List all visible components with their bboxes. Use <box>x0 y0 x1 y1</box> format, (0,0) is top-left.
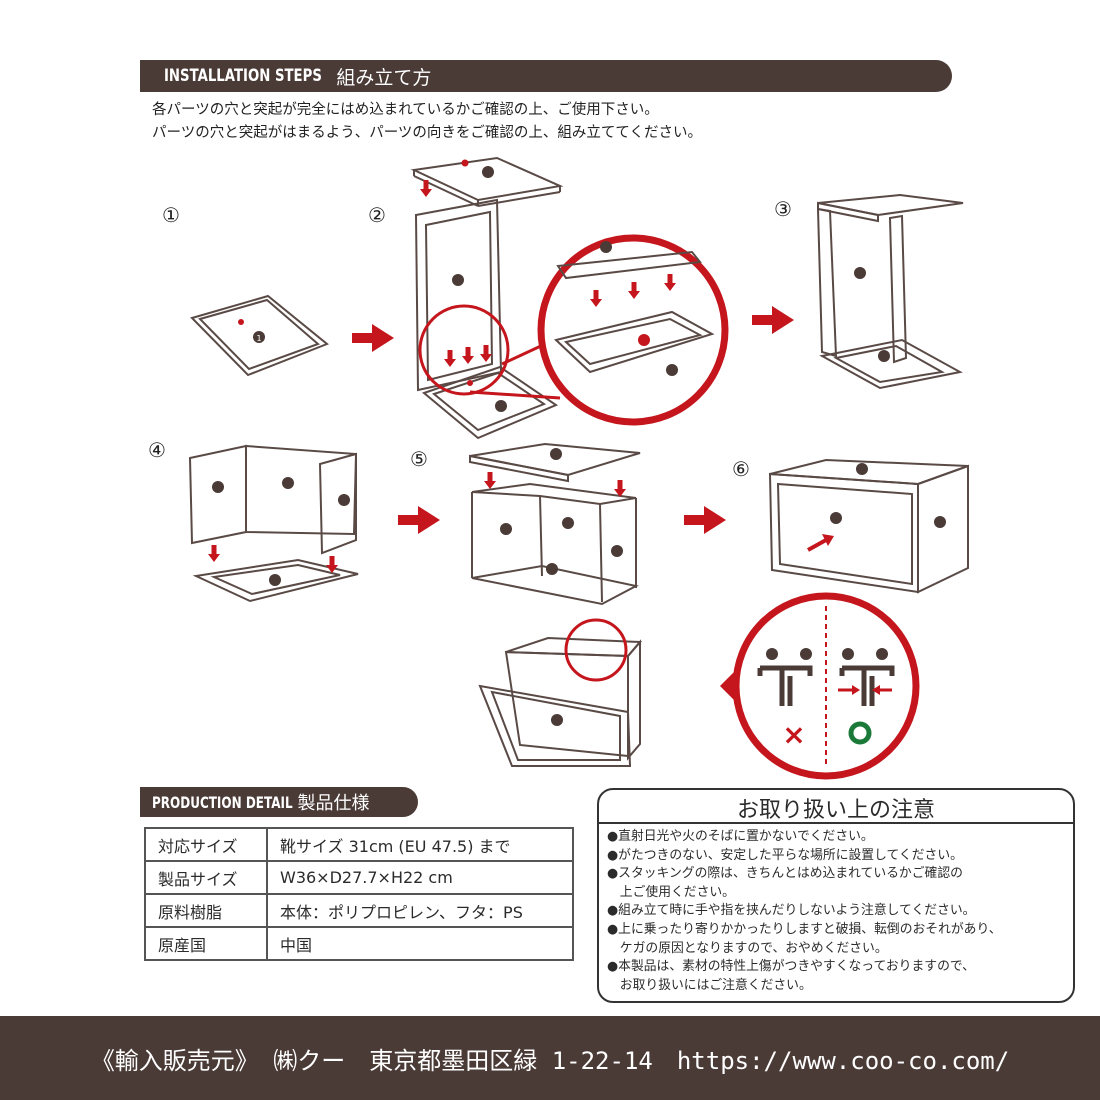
ng-mark: × <box>782 718 805 751</box>
intro-line-2: パーツの穴と突起がはまるよう、パーツの向きをご確認の上、組み立ててください。 <box>152 125 702 141</box>
header-title-en: INSTALLATION STEPS <box>164 66 322 86</box>
spec-key: 原産国 <box>144 926 268 961</box>
step-4-three-walls <box>188 444 359 603</box>
down-arrow <box>444 350 456 367</box>
step-number-2: ② <box>368 203 386 227</box>
table-row: 対応サイズ 靴サイズ 31cm (EU 47.5) まで <box>144 827 574 862</box>
list-item: ●スタッキングの際は、きちんとはめ込まれているかご確認の <box>607 866 963 882</box>
spec-value: 中国 <box>266 926 574 961</box>
stacking-check-detail <box>720 592 920 780</box>
open-door-box <box>478 618 643 767</box>
intro-line-1: 各パーツの穴と突起が完全にはめ込まれているかご確認の上、ご使用下さい。 <box>152 102 659 118</box>
table-row: 原産国 中国 <box>144 926 574 961</box>
step-2-zoom-detail <box>469 234 729 426</box>
part-label-1: 1 <box>256 334 261 343</box>
list-item: ケガの原因となりますので、おやめください。 <box>607 940 888 956</box>
spec-key: 対応サイズ <box>144 827 268 862</box>
step-6-completed-box <box>768 458 969 594</box>
step-number-6: ⑥ <box>732 457 750 481</box>
step-number-1: ① <box>162 203 180 227</box>
list-item: ●上に乗ったり寄りかかったりしますと破損、転倒のおそれがあり、 <box>607 921 1002 937</box>
down-arrow <box>484 472 496 489</box>
list-item: 上ご使用ください。 <box>607 884 735 900</box>
down-arrow <box>480 345 492 362</box>
step-number-4: ④ <box>148 438 166 462</box>
assembly-diagram: ① ② ③ ④ ⑤ ⑥ 1 <box>148 156 969 780</box>
caution-title: お取り扱い上の注意 <box>599 792 1073 824</box>
spec-value: 本体：ポリプロピレン、フタ：PS <box>266 893 574 928</box>
down-arrow <box>326 556 338 573</box>
list-item: お取り扱いにはご注意ください。 <box>607 977 812 993</box>
caution-box: お取り扱い上の注意 ●直射日光や火のそばに置かないでください。 ●がたつきのない… <box>597 788 1075 1003</box>
down-arrow <box>590 290 602 307</box>
down-arrow <box>462 347 474 364</box>
table-row: 原料樹脂 本体：ポリプロピレン、フタ：PS <box>144 893 574 928</box>
step-arrow-4-5 <box>398 506 440 534</box>
down-arrow <box>208 545 220 562</box>
step-arrow-1-2 <box>352 324 394 352</box>
step-1-base-frame <box>190 294 329 377</box>
step-5-box-with-lid <box>469 442 641 606</box>
footer-importer: 《輸入販売元》 ㈱クー 東京都墨田区緑 1-22-14 https://www.… <box>0 1016 1100 1100</box>
spec-title-jp: 製品仕様 <box>297 793 370 814</box>
list-item: ●本製品は、素材の特性上傷がつきやすくなっておりますので、 <box>607 959 975 975</box>
spec-key: 原料樹脂 <box>144 893 268 928</box>
step-arrow-5-6 <box>684 506 726 534</box>
table-row: 製品サイズ W36×D27.7×H22 cm <box>144 860 574 895</box>
spec-table: 対応サイズ 靴サイズ 31cm (EU 47.5) まで 製品サイズ W36×D… <box>144 827 574 961</box>
down-arrow <box>664 274 676 291</box>
spec-key: 製品サイズ <box>144 860 268 895</box>
step-number-3: ③ <box>774 197 792 221</box>
installation-steps-header: INSTALLATION STEPS 組み立て方 <box>140 60 952 92</box>
down-arrow <box>628 282 640 299</box>
step-2-panels <box>410 156 564 440</box>
spec-value: 靴サイズ 31cm (EU 47.5) まで <box>266 827 574 862</box>
caution-list: ●直射日光や火のそばに置かないでください。 ●がたつきのない、安定した平らな場所… <box>607 828 1073 995</box>
step-arrow-2-3 <box>752 306 794 334</box>
list-item: ●直射日光や火のそばに置かないでください。 <box>607 829 874 844</box>
step-number-5: ⑤ <box>410 447 428 471</box>
production-detail-header: PRODUCTION DETAIL 製品仕様 <box>140 787 418 817</box>
header-title-jp: 組み立て方 <box>336 66 432 89</box>
step-3-assembled-side <box>816 193 964 390</box>
list-item: ●組み立て時に手や指を挟んだりしないよう注意してください。 <box>607 903 976 919</box>
list-item: ●がたつきのない、安定した平らな場所に設置してください。 <box>607 847 963 863</box>
spec-title-en: PRODUCTION DETAIL <box>152 792 293 812</box>
spec-value: W36×D27.7×H22 cm <box>266 860 574 895</box>
